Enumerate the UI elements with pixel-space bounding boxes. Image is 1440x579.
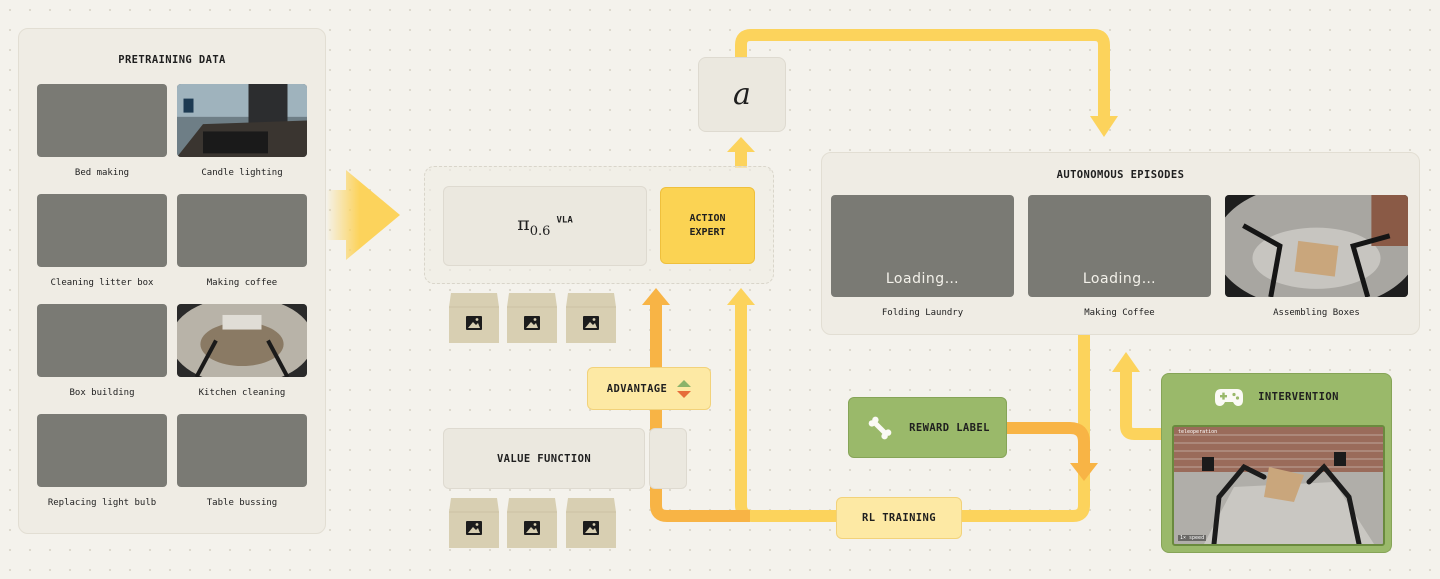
pretraining-item[interactable]: Replacing light bulb — [37, 414, 167, 514]
image-token — [505, 291, 559, 343]
pretraining-item[interactable]: Kitchen cleaning — [177, 304, 307, 404]
pretraining-caption: Replacing light bulb — [47, 498, 157, 508]
video-overlay-top: teleoperation — [1178, 429, 1218, 435]
pretraining-item[interactable]: Box building — [37, 304, 167, 404]
image-token — [447, 496, 501, 548]
vla-box[interactable]: π0.6 VLA — [443, 186, 647, 266]
episode-video[interactable] — [1225, 195, 1408, 297]
pretraining-thumbnail — [37, 194, 167, 267]
pretraining-caption: Candle lighting — [201, 168, 283, 178]
autonomous-panel: AUTONOMOUS EPISODES Loading… Folding Laun… — [821, 152, 1420, 335]
episode-video[interactable]: Loading… — [831, 195, 1014, 297]
intervention-video[interactable]: teleoperation 1× speed — [1172, 425, 1385, 546]
intervention-title: INTERVENTION — [1258, 391, 1339, 403]
loading-text: Loading… — [1082, 271, 1157, 287]
reward-label-box[interactable]: REWARD LABEL — [848, 397, 1007, 458]
rl-training-label: RL TRAINING — [862, 512, 936, 524]
gamepad-icon — [1215, 389, 1244, 406]
action-expert-box[interactable]: ACTION EXPERT — [660, 187, 755, 264]
value-function-label: VALUE FUNCTION — [496, 452, 592, 465]
vla-label: π0.6 VLA — [517, 213, 573, 239]
pretraining-thumbnail — [37, 414, 167, 487]
image-token — [564, 496, 618, 548]
pretraining-title: PRETRAINING DATA — [118, 54, 226, 66]
rl-training-box[interactable]: RL TRAINING — [836, 497, 962, 539]
loading-text: Loading… — [885, 271, 960, 287]
intervention-panel: INTERVENTION teleoperation 1× speed — [1161, 373, 1392, 553]
video-overlay-bottom: 1× speed — [1178, 535, 1207, 541]
kitchen-photo — [177, 304, 307, 377]
pretraining-item[interactable]: Bed making — [37, 84, 167, 184]
image-token — [505, 496, 559, 548]
pretraining-thumbnail — [37, 304, 167, 377]
up-down-triangle-icon — [677, 379, 692, 398]
episodes-to-rl-arrow — [958, 334, 1090, 522]
action-to-episodes-arrow — [735, 29, 1110, 118]
episode-caption: Folding Laundry — [881, 308, 964, 318]
action-box[interactable]: a — [698, 57, 786, 132]
pretraining-panel: PRETRAINING DATA Bed making Candle light… — [18, 28, 326, 534]
episode-video[interactable]: Loading… — [1028, 195, 1211, 297]
pretraining-thumbnail — [177, 414, 307, 487]
reward-label-text: REWARD LABEL — [909, 421, 990, 434]
image-token — [564, 291, 618, 343]
pretraining-caption: Cleaning litter box — [50, 278, 154, 288]
rl-to-model-arrow — [735, 305, 838, 522]
pretraining-thumbnail — [37, 84, 167, 157]
pretraining-item[interactable]: Table bussing — [177, 414, 307, 514]
pretraining-thumbnail — [177, 84, 307, 157]
pretraining-item[interactable]: Cleaning litter box — [37, 194, 167, 294]
robot-teleop-photo — [1174, 427, 1383, 544]
pretraining-item[interactable]: Candle lighting — [177, 84, 307, 184]
assembling-boxes-photo — [1225, 195, 1408, 297]
pretraining-caption: Kitchen cleaning — [198, 388, 286, 398]
model-to-action-arrow — [727, 137, 755, 152]
reward-arrow — [1000, 422, 1090, 465]
pretraining-caption: Making coffee — [206, 278, 278, 288]
pretraining-thumbnail — [177, 194, 307, 267]
value-to-advantage-arrow — [650, 305, 750, 522]
pretraining-thumbnail — [177, 304, 307, 377]
image-token — [447, 291, 501, 343]
action-symbol: a — [733, 77, 751, 112]
pretraining-caption: Box building — [69, 388, 135, 398]
value-output-box — [649, 428, 687, 489]
model-container: π0.6 VLA ACTION EXPERT — [424, 166, 774, 284]
candle-photo — [177, 84, 307, 157]
action-expert-line2: EXPERT — [689, 226, 726, 238]
autonomous-title: AUTONOMOUS EPISODES — [1056, 169, 1185, 181]
pretraining-caption: Bed making — [74, 168, 130, 178]
pretraining-caption: Table bussing — [206, 498, 278, 508]
episode-caption: Assembling Boxes — [1273, 308, 1360, 318]
action-expert-line1: ACTION — [689, 212, 726, 224]
episode-caption: Making Coffee — [1084, 308, 1155, 318]
pretraining-to-model-arrow — [326, 170, 400, 260]
intervention-header: INTERVENTION — [1162, 386, 1391, 408]
intervention-to-episodes-arrow — [1120, 370, 1162, 440]
advantage-box[interactable]: ADVANTAGE — [587, 367, 711, 410]
value-function-box[interactable]: VALUE FUNCTION — [443, 428, 645, 489]
bone-icon — [868, 416, 892, 439]
advantage-label: ADVANTAGE — [606, 382, 668, 395]
pretraining-item[interactable]: Making coffee — [177, 194, 307, 294]
